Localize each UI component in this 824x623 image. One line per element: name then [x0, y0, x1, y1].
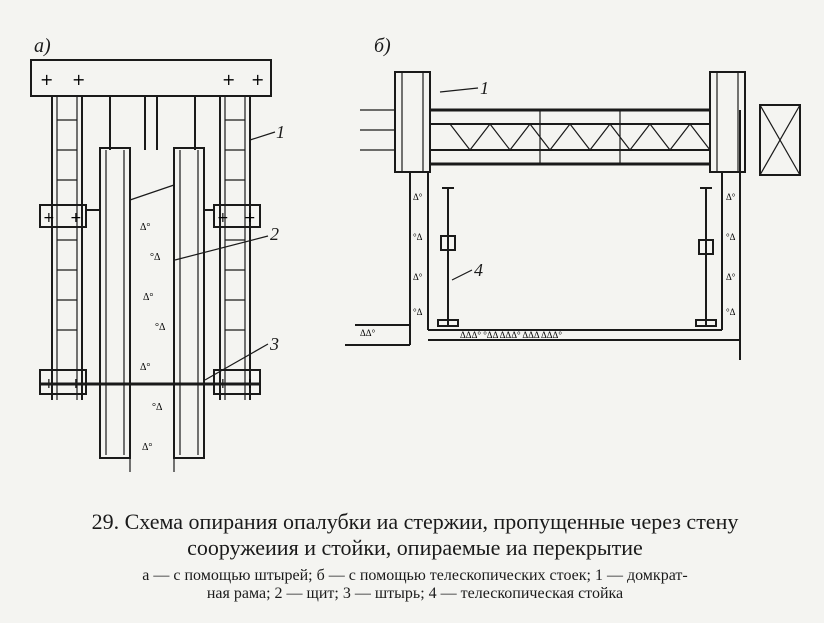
callout-a-2: 2	[270, 224, 279, 244]
svg-text:+: +	[244, 210, 256, 226]
truss	[430, 108, 711, 166]
concrete-wall: Δ° °Δ Δ° °Δ Δ° °Δ Δ°	[129, 184, 175, 472]
svg-text:+: +	[40, 70, 53, 89]
svg-text:+: +	[222, 70, 235, 89]
panel-a-drawing: + + + +	[30, 59, 276, 472]
callout-a-3: 3	[269, 334, 279, 354]
svg-text:°Δ: °Δ	[413, 232, 423, 242]
telescopic-prop-right	[695, 187, 717, 327]
floor-slab: ΔΔ° ΔΔΔ° °ΔΔ ΔΔΔ° ΔΔΔ ΔΔΔ°	[345, 324, 740, 346]
caption-legend-line2: ная рама; 2 — щит; 3 — штырь; 4 — телеск…	[206, 585, 624, 602]
svg-text:°Δ: °Δ	[726, 232, 736, 242]
telescopic-prop-left	[437, 187, 459, 327]
svg-text:°Δ: °Δ	[726, 307, 736, 317]
svg-text:+: +	[72, 70, 85, 89]
svg-text:Δ°: Δ°	[726, 192, 736, 202]
svg-text:+: +	[70, 210, 82, 226]
jack-frame-left	[51, 96, 83, 400]
svg-text:+: +	[43, 210, 55, 226]
svg-text:ΔΔ°: ΔΔ°	[360, 328, 376, 338]
top-crossbeam	[30, 59, 272, 97]
svg-text:ΔΔΔ° °ΔΔ ΔΔΔ° ΔΔΔ ΔΔΔ°: ΔΔΔ° °ΔΔ ΔΔΔ° ΔΔΔ ΔΔΔ°	[460, 330, 562, 340]
svg-text:°Δ: °Δ	[155, 322, 166, 333]
svg-text:°Δ: °Δ	[152, 402, 163, 413]
caption-title-line2: сооружеиия и стойки, опираемые иа перекр…	[187, 535, 643, 560]
wall-left: Δ° °Δ Δ° °Δ	[409, 172, 429, 345]
svg-text:+: +	[251, 70, 264, 89]
callout-b-4: 4	[474, 260, 483, 280]
caption-legend-line1: а — с помощью штырей; б — с помощью теле…	[142, 567, 688, 584]
svg-text:Δ°: Δ°	[413, 272, 423, 282]
jack-frame-right	[219, 96, 251, 400]
svg-text:Δ°: Δ°	[140, 222, 150, 233]
callout-b-1: 1	[480, 78, 489, 98]
caption-title-line1: 29. Схема опирания опалубки иа стержии, …	[91, 509, 739, 534]
svg-text:Δ°: Δ°	[140, 362, 150, 373]
svg-text:°Δ: °Δ	[150, 252, 161, 263]
svg-text:Δ°: Δ°	[413, 192, 423, 202]
svg-text:+: +	[217, 210, 229, 226]
svg-text:°Δ: °Δ	[413, 307, 423, 317]
wall-right: Δ° °Δ Δ° °Δ	[721, 110, 741, 360]
panel-b-drawing: Δ° °Δ Δ° °Δ Δ° °Δ Δ° °Δ ΔΔ° ΔΔΔ° °ΔΔ ΔΔΔ…	[345, 71, 801, 360]
formwork-panels	[99, 147, 205, 459]
svg-text:Δ°: Δ°	[143, 292, 153, 303]
panel-a-label: а)	[34, 35, 51, 57]
callout-a-1: 1	[276, 122, 285, 142]
svg-text:Δ°: Δ°	[726, 272, 736, 282]
svg-text:Δ°: Δ°	[142, 442, 152, 453]
panel-b-label: б)	[374, 35, 391, 57]
